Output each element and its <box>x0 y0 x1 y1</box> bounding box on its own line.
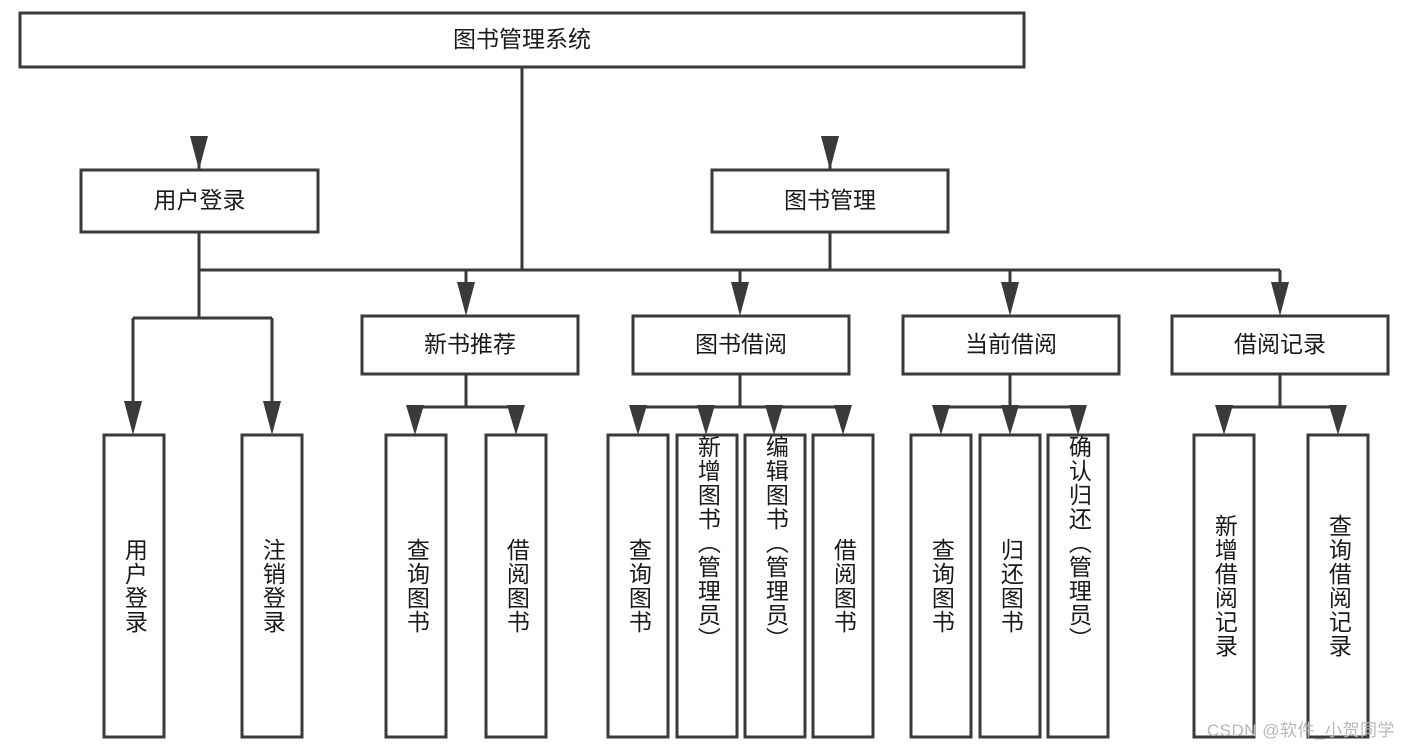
leaf-box-return-book[interactable] <box>978 433 1042 739</box>
node-box-current-borrow[interactable] <box>901 314 1121 376</box>
leaf-box-query-book-new[interactable] <box>384 433 448 739</box>
leaf-box-user-login[interactable] <box>102 433 166 739</box>
arrow-leaf-query-book-c <box>932 405 950 435</box>
node-box-book-borrow[interactable] <box>631 314 851 376</box>
arrow-leaf-borrow-book-a <box>507 405 525 435</box>
arrow-to-borrow <box>731 282 749 316</box>
node-box-new-book-recommend[interactable] <box>360 314 580 376</box>
arrow-to-book-mgmt <box>821 136 839 170</box>
arrow-leaf-add-book <box>697 405 715 435</box>
node-label-root: 图书管理系统 <box>453 26 591 52</box>
leaf-box-query-book-borrow[interactable] <box>606 433 670 739</box>
arrow-leaf-confirm-return <box>1069 405 1087 435</box>
leaf-box-query-borrow-record[interactable] <box>1306 433 1370 739</box>
node-box-book-management[interactable] <box>710 168 950 234</box>
leaf-box-confirm-return[interactable] <box>1046 433 1110 739</box>
node-label-book-management: 图书管理 <box>784 187 876 213</box>
node-label-new-book-recommend: 新书推荐 <box>424 331 516 357</box>
arrow-to-user-login <box>190 136 208 170</box>
arrow-leaf-query-book-a <box>406 405 424 435</box>
arrow-to-current <box>1001 282 1019 316</box>
leaf-box-edit-book[interactable] <box>743 433 807 739</box>
node-box-borrow-records[interactable] <box>1170 314 1390 376</box>
node-label-book-borrow: 图书借阅 <box>695 331 787 357</box>
node-box-root[interactable] <box>18 11 1026 69</box>
watermark-text: CSDN @软件_小贺同学 <box>1206 721 1395 740</box>
arrow-leaf-return-book <box>1001 405 1019 435</box>
arrow-leaf-edit-book <box>765 405 783 435</box>
arrow-leaf-user-login <box>124 401 142 435</box>
leaf-box-add-borrow-record[interactable] <box>1192 433 1256 739</box>
node-label-borrow-records: 借阅记录 <box>1234 331 1326 357</box>
node-label-user-login: 用户登录 <box>154 187 246 213</box>
arrow-to-new-book <box>457 282 475 316</box>
node-label-current-borrow: 当前借阅 <box>965 331 1057 357</box>
leaf-box-borrow-book-new[interactable] <box>484 433 548 739</box>
arrow-leaf-query-record <box>1329 405 1347 435</box>
node-box-user-login[interactable] <box>79 168 320 234</box>
leaf-box-logout[interactable] <box>240 433 304 739</box>
leaf-box-add-book[interactable] <box>675 433 739 739</box>
connector-layer <box>124 67 1347 435</box>
arrow-leaf-query-book-b <box>629 405 647 435</box>
arrow-to-records <box>1271 282 1289 316</box>
arrow-leaf-add-record <box>1215 405 1233 435</box>
box-layer: 图书管理系统 用户登录 图书管理 新书推荐 图书借阅 当前借阅 借阅记录 <box>18 11 1390 739</box>
leaf-box-borrow-book[interactable] <box>811 433 875 739</box>
arrow-leaf-borrow-book-b <box>834 405 852 435</box>
arrow-leaf-logout <box>263 401 281 435</box>
leaf-box-query-book-current[interactable] <box>909 433 973 739</box>
